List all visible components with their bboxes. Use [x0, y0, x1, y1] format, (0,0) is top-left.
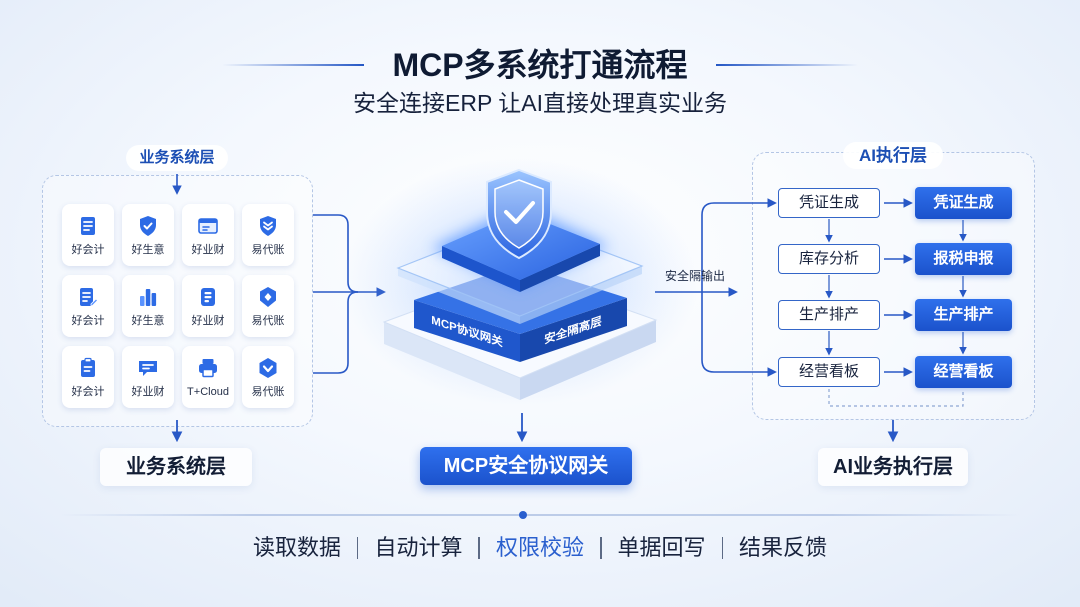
app-tile: 好会计 [62, 275, 114, 337]
app-tile-label: 好业财 [191, 314, 225, 327]
app-tile-label: T+Cloud [187, 385, 229, 398]
base-slab-right-face [520, 320, 656, 400]
ai-panel-title: AI执行层 [843, 142, 943, 169]
ai-branch-bottom [701, 292, 777, 377]
ai-layer-caption: AI业务执行层 [818, 448, 968, 486]
document-list-icon [76, 214, 100, 238]
shield-check-icon [486, 168, 552, 260]
app-tile-label: 好业财 [131, 385, 165, 398]
secure-output-label: 安全隔输出 [664, 269, 725, 283]
capability-separator [356, 537, 359, 559]
document-edit-icon [76, 285, 100, 309]
app-tile-label: 好会计 [71, 385, 105, 398]
gateway-graphic: MCP协议网关 安全隔高层 [342, 158, 698, 406]
shield-tile-right-face [520, 244, 600, 292]
shield-tile-left-face [442, 246, 520, 292]
heart-badge-icon [256, 356, 280, 380]
app-tile: 好业财 [182, 204, 234, 266]
ai-task-box: 生产排产 [778, 300, 880, 330]
app-tile: 易代账 [242, 204, 294, 266]
page-subtitle: 安全连接ERP 让AI直接处理真实业务 [353, 90, 727, 116]
ai-result-box: 生产排产 [915, 299, 1012, 331]
business-panel-label: 业务系统层 [126, 145, 228, 171]
app-tile: 易代账 [242, 275, 294, 337]
capability-item: 自动计算 [374, 535, 463, 560]
app-tile-label: 好业财 [191, 243, 225, 256]
title-right-rule [716, 64, 858, 66]
protocol-slab-left-face [414, 300, 520, 362]
protocol-slab-top [414, 264, 627, 334]
shield-plus-icon [256, 285, 280, 309]
ai-branch-top [701, 198, 777, 292]
glass-layer-left-face [398, 268, 520, 324]
ai-result-box: 报税申报 [915, 243, 1012, 275]
ai-result-box: 凭证生成 [915, 187, 1012, 219]
clipboard-icon [76, 356, 100, 380]
app-tile-grid: 好会计 好生意 好业财 易代账 好会计 好生意 好业财 易代账 [62, 204, 294, 408]
building-icon [136, 285, 160, 309]
app-tile: 好会计 [62, 346, 114, 408]
feedback-dashed-bracket [828, 389, 964, 407]
app-tile-label: 易代账 [251, 385, 285, 398]
ai-task-box: 经营看板 [778, 357, 880, 387]
app-tile: 好业财 [182, 275, 234, 337]
chat-icon [136, 356, 160, 380]
app-tile: 好会计 [62, 204, 114, 266]
layers-icon [256, 214, 280, 238]
app-tile-label: 易代账 [251, 314, 285, 327]
business-layer-caption: 业务系统层 [100, 448, 252, 486]
capability-item-highlighted: 权限校验 [495, 535, 584, 560]
protocol-slab-right-face [520, 298, 627, 362]
capability-item: 单据回写 [617, 535, 706, 560]
ai-task-box: 库存分析 [778, 244, 880, 274]
app-tile-label: 好会计 [71, 243, 105, 256]
capability-separator [600, 537, 602, 559]
glass-layer-right-face [520, 266, 642, 324]
app-tile-label: 易代账 [251, 243, 285, 256]
browser-window-icon [196, 214, 220, 238]
capability-separator [721, 537, 724, 559]
capability-separator [478, 537, 480, 559]
capability-item: 读取数据 [252, 535, 341, 560]
capability-strip: 读取数据 自动计算 权限校验 单据回写 结果反馈 [0, 532, 1080, 564]
ai-task-box: 凭证生成 [778, 188, 880, 218]
app-tile: 好生意 [122, 204, 174, 266]
app-tile-label: 好生意 [131, 243, 165, 256]
ai-result-box: 经营看板 [915, 356, 1012, 388]
printer-icon [196, 356, 220, 380]
title-left-rule [222, 64, 364, 66]
id-card-icon [196, 285, 220, 309]
app-tile: 好生意 [122, 275, 174, 337]
app-tile-label: 好生意 [131, 314, 165, 327]
page-title: MCP多系统打通流程 [392, 47, 688, 83]
footer-divider-dot [519, 511, 527, 519]
base-slab-left-face [384, 322, 520, 400]
app-tile: T+Cloud [182, 346, 234, 408]
app-tile: 好业财 [122, 346, 174, 408]
app-tile: 易代账 [242, 346, 294, 408]
gateway-caption: MCP安全协议网关 [420, 447, 632, 485]
shield-check-icon [136, 214, 160, 238]
capability-item: 结果反馈 [739, 535, 828, 560]
app-tile-label: 好会计 [71, 314, 105, 327]
